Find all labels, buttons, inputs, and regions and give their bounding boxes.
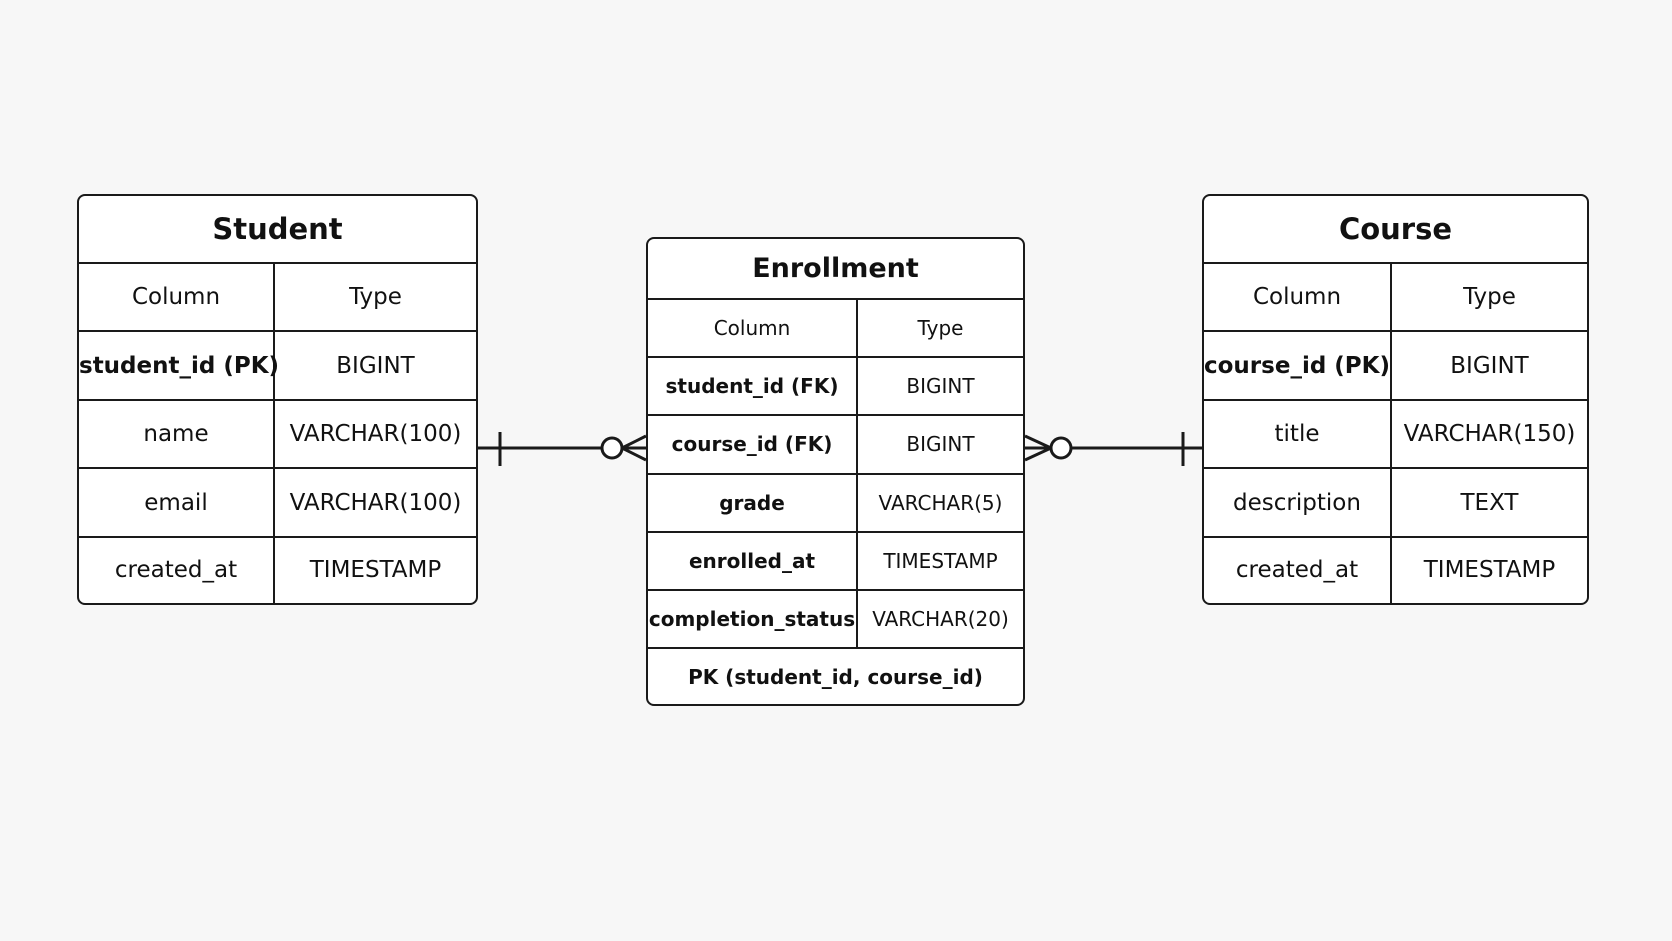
table-footer-row: PK (student_id, course_id) (648, 647, 1023, 704)
entity-title: Enrollment (648, 239, 1023, 300)
table-row: email VARCHAR(100) (79, 467, 476, 538)
column-name: student_id (PK) (79, 330, 279, 401)
column-type: TEXT (1390, 467, 1587, 538)
column-name: enrolled_at (648, 530, 858, 591)
column-name: created_at (79, 535, 275, 603)
column-type: VARCHAR(20) (856, 588, 1023, 650)
table-row: name VARCHAR(100) (79, 398, 476, 470)
table-row: student_id (FK) BIGINT (648, 356, 1023, 417)
column-header: Column (79, 261, 275, 333)
enrollment-many-fork-top (621, 434, 647, 450)
column-type: TIMESTAMP (1390, 535, 1587, 603)
student-entity: Student Column Type student_id (PK) BIGI… (77, 194, 478, 605)
entity-title: Student (79, 196, 476, 264)
column-type: VARCHAR(100) (273, 467, 476, 538)
enrollment-entity: Enrollment Column Type student_id (FK) B… (646, 237, 1025, 706)
column-name: name (79, 398, 275, 470)
column-name: student_id (FK) (648, 356, 858, 417)
table-row: completion_status VARCHAR(20) (648, 588, 1023, 650)
column-type: BIGINT (273, 330, 476, 401)
table-row: course_id (FK) BIGINT (648, 414, 1023, 475)
column-type: BIGINT (1390, 330, 1587, 401)
enrollment-zero-circle (600, 436, 624, 460)
column-type: VARCHAR(5) (856, 472, 1023, 533)
column-name: completion_status (648, 588, 858, 650)
column-type: TIMESTAMP (856, 530, 1023, 591)
enrollment-zero-circle-right (1049, 436, 1073, 460)
column-name: course_id (PK) (1204, 330, 1392, 401)
enrollment-many-fork-bottom (621, 446, 647, 462)
column-name: description (1204, 467, 1392, 538)
type-header: Type (1390, 261, 1587, 333)
table-row: student_id (PK) BIGINT (79, 330, 476, 401)
table-row: description TEXT (1204, 467, 1587, 538)
column-name: title (1204, 398, 1392, 470)
table-row: created_at TIMESTAMP (1204, 535, 1587, 603)
column-name: email (79, 467, 275, 538)
column-type: TIMESTAMP (273, 535, 476, 603)
table-row: course_id (PK) BIGINT (1204, 330, 1587, 401)
enrollment-table: Enrollment Column Type student_id (FK) B… (648, 239, 1023, 704)
enrollment-many-fork-bottom-right (1024, 446, 1052, 462)
course-entity: Course Column Type course_id (PK) BIGINT… (1202, 194, 1589, 605)
column-name: created_at (1204, 535, 1392, 603)
type-header: Type (856, 297, 1023, 359)
column-header: Column (1204, 261, 1392, 333)
column-header: Column (648, 297, 858, 359)
column-type: BIGINT (856, 414, 1023, 475)
table-row: created_at TIMESTAMP (79, 535, 476, 603)
enrollment-many-fork-top-right (1024, 434, 1052, 450)
column-type: VARCHAR(100) (273, 398, 476, 470)
course-enrollment-relationship (1024, 432, 1202, 466)
entity-title: Course (1204, 196, 1587, 264)
type-header: Type (273, 261, 476, 333)
column-name: grade (648, 472, 858, 533)
table-row: title VARCHAR(150) (1204, 398, 1587, 470)
column-type: VARCHAR(150) (1390, 398, 1587, 470)
composite-primary-key: PK (student_id, course_id) (648, 647, 1023, 704)
student-table: Student Column Type student_id (PK) BIGI… (79, 196, 476, 603)
course-table: Course Column Type course_id (PK) BIGINT… (1204, 196, 1587, 603)
table-row: grade VARCHAR(5) (648, 472, 1023, 533)
column-name: course_id (FK) (648, 414, 858, 475)
column-type: BIGINT (856, 356, 1023, 417)
table-row: enrolled_at TIMESTAMP (648, 530, 1023, 591)
student-enrollment-relationship (478, 432, 647, 466)
